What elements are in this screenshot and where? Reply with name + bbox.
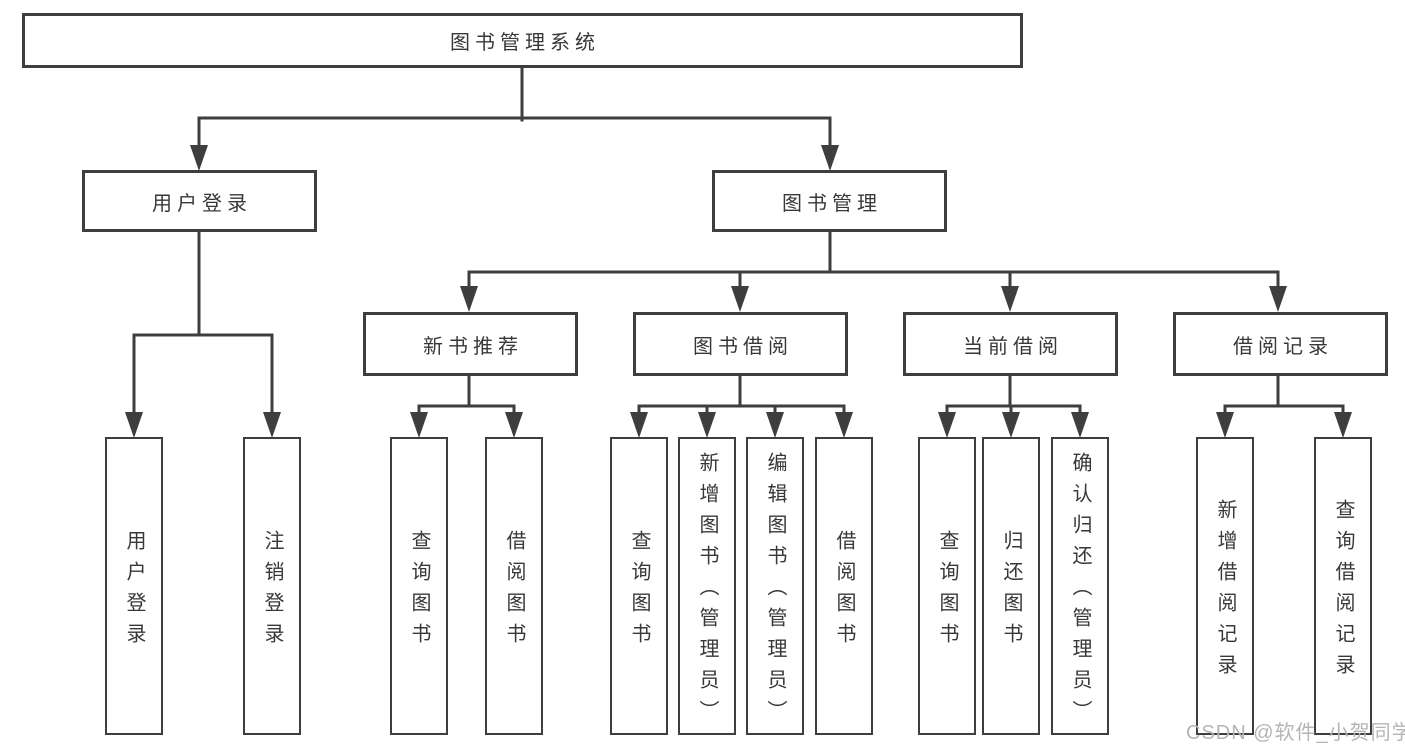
- leaf-label: 归还图书: [1000, 529, 1022, 654]
- leaf-label: 新增借阅记录: [1214, 498, 1236, 685]
- leaf-query-books-recommend: 查询图书: [390, 437, 448, 735]
- leaf-label: 借阅图书: [833, 529, 855, 654]
- arrow-down-icon: [190, 145, 208, 171]
- leaf-return-book: 归还图书: [982, 437, 1040, 735]
- node-label: 图书借阅: [693, 335, 793, 358]
- arrow-down-icon: [1071, 412, 1089, 438]
- arrow-down-icon: [731, 286, 749, 312]
- node-label: 用户登录: [152, 192, 252, 215]
- node-new-book-recommend: 新书推荐: [363, 312, 578, 376]
- leaf-label: 注销登录: [261, 529, 283, 654]
- leaf-label: 查询图书: [628, 529, 650, 654]
- leaf-user-login: 用户登录: [105, 437, 163, 735]
- arrow-down-icon: [460, 286, 478, 312]
- leaf-logout: 注销登录: [243, 437, 301, 735]
- arrow-down-icon: [1216, 412, 1234, 438]
- arrow-down-icon: [125, 412, 143, 438]
- leaf-label: 查询图书: [408, 529, 430, 654]
- leaf-query-books-current: 查询图书: [918, 437, 976, 735]
- arrow-down-icon: [410, 412, 428, 438]
- leaf-label: 编辑图书（管理员）: [764, 452, 786, 731]
- leaf-label: 查询借阅记录: [1332, 498, 1354, 685]
- arrow-down-icon: [1002, 412, 1020, 438]
- node-borrow-records: 借阅记录: [1173, 312, 1388, 376]
- leaf-confirm-return-admin: 确认归还（管理员）: [1051, 437, 1109, 735]
- arrow-down-icon: [766, 412, 784, 438]
- leaf-edit-book-admin: 编辑图书（管理员）: [746, 437, 804, 735]
- arrow-down-icon: [1001, 286, 1019, 312]
- arrow-down-icon: [630, 412, 648, 438]
- arrow-down-icon: [263, 412, 281, 438]
- arrow-down-icon: [505, 412, 523, 438]
- leaf-label: 借阅图书: [503, 529, 525, 654]
- arrow-down-icon: [1269, 286, 1287, 312]
- node-user-login: 用户登录: [82, 170, 317, 232]
- node-label: 图书管理: [782, 192, 882, 215]
- node-label: 新书推荐: [423, 335, 523, 358]
- root-label: 图书管理系统: [450, 32, 600, 54]
- root-node-book-management-system: 图书管理系统: [22, 13, 1023, 68]
- leaf-label: 新增图书（管理员）: [696, 452, 718, 731]
- node-label: 借阅记录: [1233, 335, 1333, 358]
- leaf-label: 查询图书: [936, 529, 958, 654]
- leaf-borrow-books-recommend: 借阅图书: [485, 437, 543, 735]
- arrow-down-icon: [835, 412, 853, 438]
- csdn-watermark: CSDN @软件_小贺同学: [1186, 722, 1405, 744]
- node-current-borrow: 当前借阅: [903, 312, 1118, 376]
- node-book-management: 图书管理: [712, 170, 947, 232]
- leaf-label: 用户登录: [123, 529, 145, 654]
- leaf-add-book-admin: 新增图书（管理员）: [678, 437, 736, 735]
- leaf-label: 确认归还（管理员）: [1069, 452, 1091, 731]
- arrowheads: [125, 145, 1352, 438]
- node-label: 当前借阅: [963, 335, 1063, 358]
- leaf-borrow-books: 借阅图书: [815, 437, 873, 735]
- arrow-down-icon: [821, 145, 839, 171]
- arrow-down-icon: [698, 412, 716, 438]
- arrow-down-icon: [1334, 412, 1352, 438]
- leaf-query-borrow-record: 查询借阅记录: [1314, 437, 1372, 735]
- leaf-query-books-borrow: 查询图书: [610, 437, 668, 735]
- leaf-add-borrow-record: 新增借阅记录: [1196, 437, 1254, 735]
- node-book-borrow: 图书借阅: [633, 312, 848, 376]
- arrow-down-icon: [938, 412, 956, 438]
- connector-lines: [132, 66, 1345, 418]
